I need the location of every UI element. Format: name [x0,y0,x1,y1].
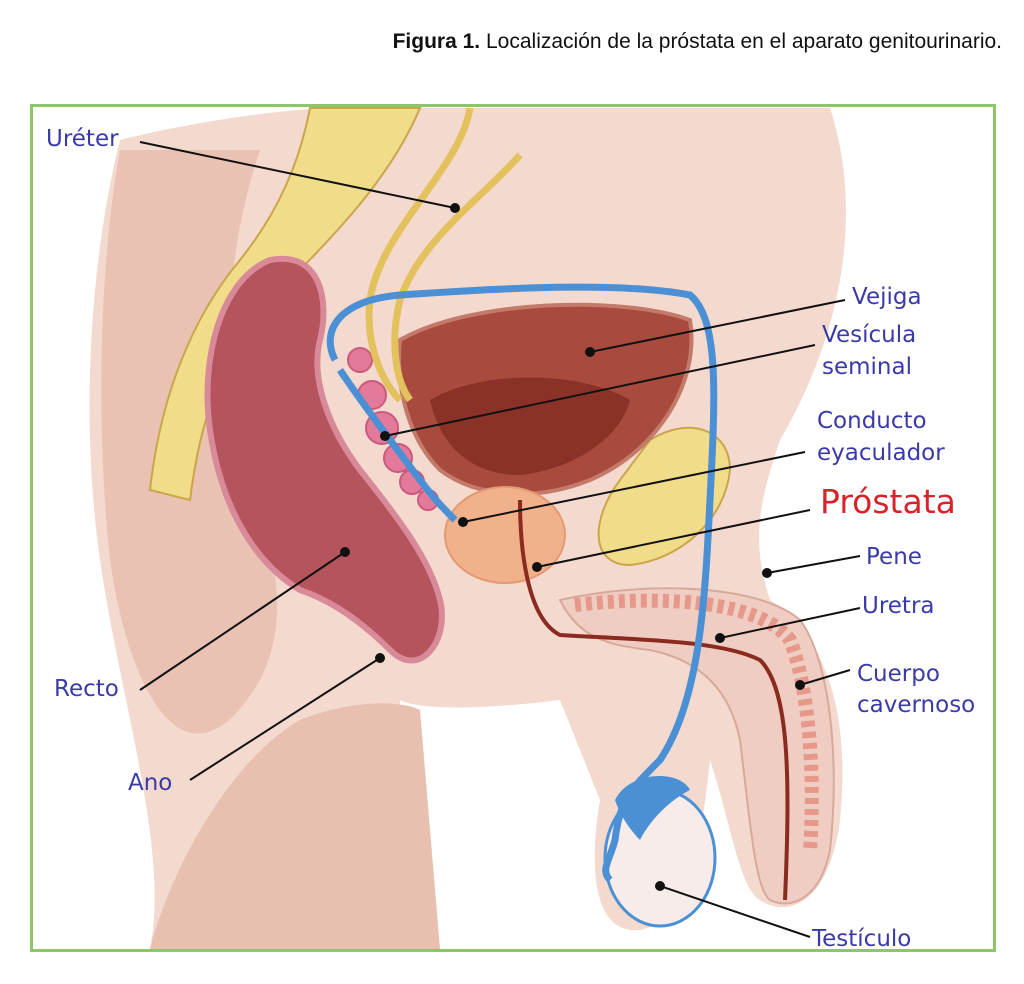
figure-frame: Uréter Vejiga Vesícula seminal Conducto … [30,104,996,952]
rectum [204,255,445,664]
caption-text: Localización de la próstata en el aparat… [485,30,1002,53]
label-vesicula-line1: Vesícula [822,322,916,348]
label-testiculo: Testículo [811,926,911,949]
bladder-inner [430,377,630,475]
label-vesicula-line2: seminal [822,354,912,380]
label-uretra: Uretra [862,593,935,619]
caption-prefix: Figura 1. [392,30,481,53]
label-recto: Recto [54,676,119,702]
anatomy-illustration: Uréter Vejiga Vesícula seminal Conducto … [33,107,993,949]
figure-caption: Figura 1. Localización de la próstata en… [393,30,1002,54]
label-prostata: Próstata [820,482,956,521]
label-vejiga: Vejiga [852,284,922,310]
prostate [444,486,566,584]
label-conducto-line2: eyaculador [817,440,945,466]
label-pene: Pene [866,544,922,570]
pubic-bone [597,426,732,567]
thigh-shade [150,703,440,949]
vas-deferens [326,283,718,883]
vas-deferens-lower [337,368,458,523]
label-cuerpo-line1: Cuerpo [857,661,940,687]
sacrum [148,107,422,502]
label-ureter: Uréter [46,126,119,152]
label-cuerpo-line2: cavernoso [857,692,975,718]
label-ano: Ano [128,770,172,796]
label-conducto-line1: Conducto [817,408,927,434]
ureter-left [365,107,474,403]
corpus-cavernosum [574,593,819,851]
